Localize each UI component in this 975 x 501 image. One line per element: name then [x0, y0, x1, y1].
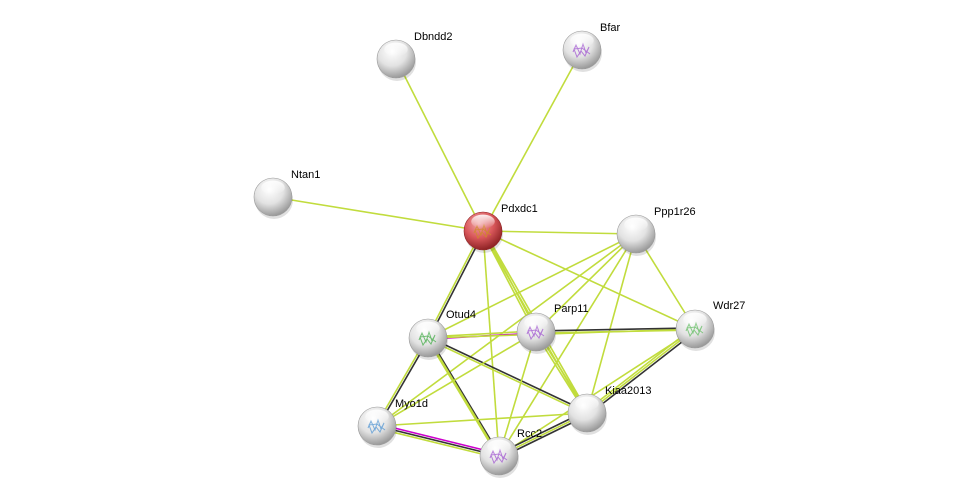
edge-pdxdc1-ntan1[interactable] — [272, 196, 484, 232]
edge-ppp1r26-otud4[interactable] — [427, 233, 637, 339]
edge-line-coexpression — [376, 425, 500, 457]
node-gloss — [471, 214, 495, 229]
edge-line-textmining — [536, 329, 696, 334]
node-myo1d[interactable]: Myo1d — [357, 398, 428, 448]
protein-structure-icon — [572, 42, 591, 59]
protein-structure-icon — [367, 418, 386, 435]
edge-line-textmining — [498, 233, 637, 457]
node-gloss — [384, 42, 408, 57]
node-gloss — [524, 315, 548, 330]
edge-parp11-wdr27[interactable] — [535, 327, 696, 334]
node-label: Otud4 — [446, 309, 476, 321]
edge-ppp1r26-parp11[interactable] — [535, 233, 637, 333]
protein-structure-icon — [685, 321, 704, 338]
edge-pdxdc1-rcc2[interactable] — [482, 230, 500, 457]
edge-myo1d-rcc2[interactable] — [376, 423, 500, 459]
edge-line-textmining — [427, 337, 500, 457]
edge-line-textmining — [427, 338, 587, 415]
edge-ppp1r26-kiaa2013[interactable] — [586, 233, 637, 414]
edge-line-textmining — [376, 233, 637, 427]
node-label: Ntan1 — [291, 169, 320, 181]
edge-line-coexpression — [587, 330, 697, 416]
node-label: Rcc2 — [517, 428, 542, 440]
edge-pdxdc1-dbndd2[interactable] — [395, 58, 484, 232]
edge-line-textmining — [586, 328, 696, 414]
edge-line-textmining — [427, 233, 637, 339]
node-bfar[interactable]: Bfar — [562, 22, 621, 72]
protein-structure-icon — [418, 330, 437, 347]
edge-line-textmining — [426, 338, 499, 457]
node-otud4[interactable]: Otud4 — [408, 309, 476, 360]
node-gloss — [575, 396, 599, 411]
edge-otud4-rcc2[interactable] — [426, 337, 501, 457]
edge-line-coexpression — [428, 336, 588, 413]
node-gloss — [365, 409, 389, 424]
node-pdxdc1[interactable]: Pdxdc1 — [463, 203, 538, 253]
node-wdr27[interactable]: Wdr27 — [675, 300, 745, 351]
edge-line-textmining — [586, 233, 637, 414]
node-gloss — [487, 439, 511, 454]
edge-line-textmining — [482, 49, 583, 232]
edge-line-coexpression — [535, 327, 695, 332]
edge-parp11-myo1d[interactable] — [376, 331, 537, 427]
edge-line-coexpression — [428, 337, 501, 456]
node-gloss — [683, 312, 707, 327]
edge-otud4-kiaa2013[interactable] — [427, 336, 588, 415]
node-gloss — [261, 180, 285, 195]
edge-line-textmining — [272, 196, 484, 232]
node-dbndd2[interactable]: Dbndd2 — [376, 31, 453, 81]
edge-line-textmining — [376, 412, 588, 427]
node-label: Wdr27 — [713, 300, 745, 312]
node-label: Dbndd2 — [414, 31, 453, 43]
node-kiaa2013[interactable]: Kiaa2013 — [567, 385, 652, 435]
edge-line-textmining — [498, 331, 537, 457]
edge-pdxdc1-ppp1r26[interactable] — [482, 230, 637, 235]
edge-ppp1r26-rcc2[interactable] — [498, 233, 637, 457]
edge-pdxdc1-bfar[interactable] — [482, 49, 583, 232]
node-ppp1r26[interactable]: Ppp1r26 — [616, 206, 696, 256]
node-gloss — [624, 217, 648, 232]
node-label: Parp11 — [554, 303, 589, 315]
edge-line-textmining — [376, 427, 499, 459]
edge-parp11-rcc2[interactable] — [498, 331, 537, 457]
node-ntan1[interactable]: Ntan1 — [253, 169, 320, 219]
edge-pdxdc1-otud4[interactable] — [426, 230, 485, 339]
edge-line-textmining — [498, 328, 696, 457]
edge-kiaa2013-myo1d[interactable] — [376, 412, 588, 427]
edge-line-textmining — [426, 230, 483, 338]
edge-wdr27-rcc2[interactable] — [498, 328, 696, 457]
protein-structure-icon — [489, 448, 508, 465]
edge-line-textmining — [395, 58, 484, 232]
protein-structure-icon — [473, 223, 492, 240]
edge-line-textmining — [535, 233, 637, 333]
node-label: Ppp1r26 — [654, 206, 696, 218]
edge-line-coexpression — [428, 231, 485, 339]
edge-line-textmining — [482, 230, 500, 457]
node-label: Bfar — [600, 22, 621, 34]
protein-structure-icon — [526, 324, 545, 341]
edge-ppp1r26-myo1d[interactable] — [376, 233, 637, 427]
node-gloss — [570, 33, 594, 48]
node-label: Pdxdc1 — [501, 203, 538, 215]
node-rcc2[interactable]: Rcc2 — [479, 428, 542, 478]
node-label: Myo1d — [395, 398, 428, 410]
node-gloss — [416, 321, 440, 336]
edge-line-textmining — [376, 331, 537, 427]
node-parp11[interactable]: Parp11 — [516, 303, 589, 354]
node-label: Kiaa2013 — [605, 385, 652, 397]
edge-line-experiments — [377, 423, 500, 455]
edge-otud4-rcc2[interactable] — [427, 337, 500, 457]
edge-line-textmining — [482, 230, 637, 235]
